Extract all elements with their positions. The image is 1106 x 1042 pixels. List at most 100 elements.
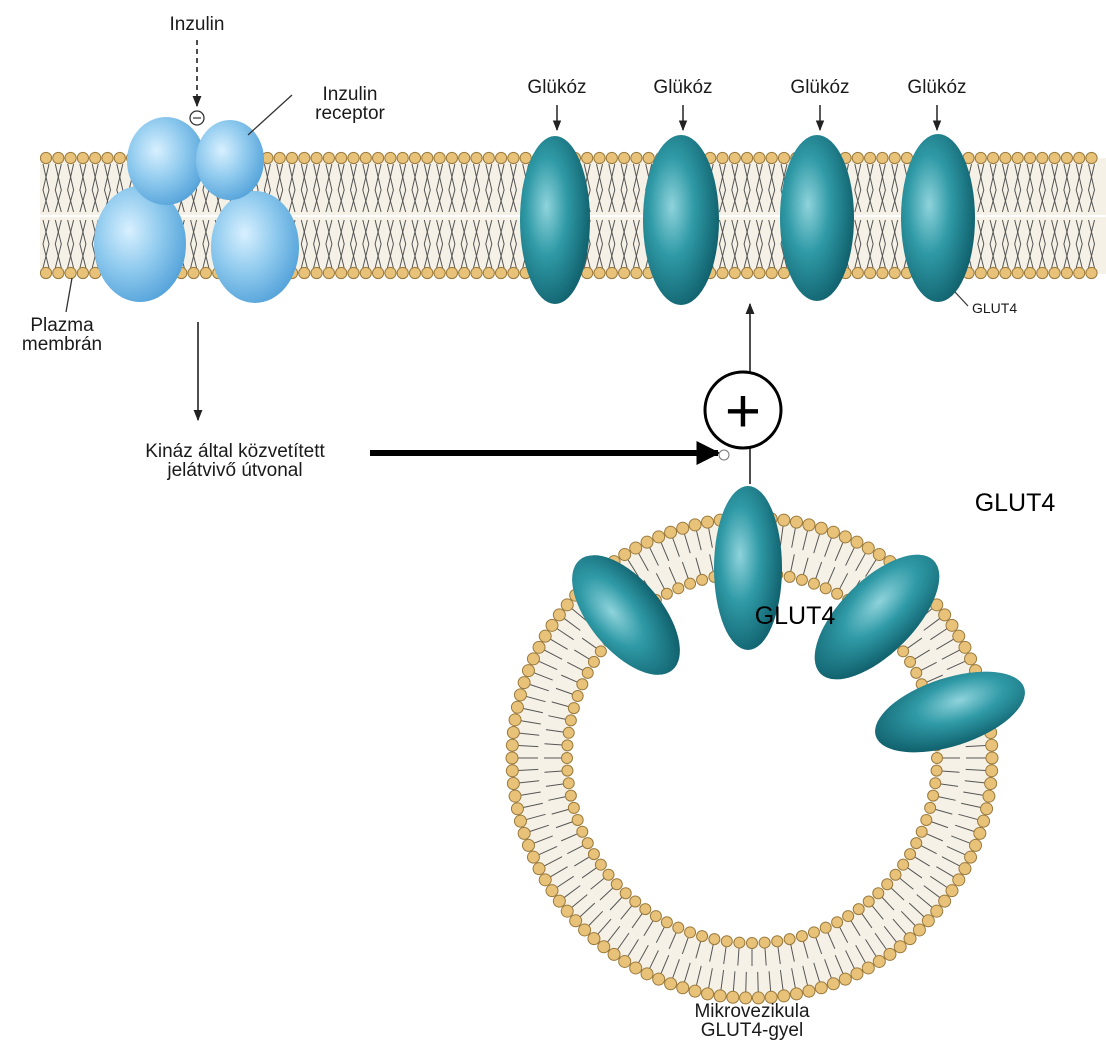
lipid-head-inner bbox=[373, 267, 384, 278]
membrane-glut4-2 bbox=[643, 135, 719, 305]
vesicle-head-outer bbox=[641, 968, 653, 980]
vesicle-head-outer bbox=[539, 630, 551, 642]
vesicle-head-outer bbox=[978, 815, 990, 827]
vesicle-head-outer bbox=[506, 752, 518, 764]
lipid-head-outer bbox=[606, 152, 617, 163]
lipid-head-outer bbox=[1012, 152, 1023, 163]
vesicle-head-inner bbox=[898, 859, 909, 870]
vesicle-head-inner bbox=[603, 869, 614, 880]
vesicle-head-outer bbox=[851, 536, 863, 548]
lipid-head-outer bbox=[311, 152, 322, 163]
vesicle-head-inner bbox=[582, 838, 593, 849]
lipid-head-inner bbox=[865, 267, 876, 278]
vesicle-head-outer bbox=[514, 689, 526, 701]
vesicle-head-inner bbox=[747, 938, 758, 949]
vesicle-head-inner bbox=[930, 778, 941, 789]
vesicle-head-inner bbox=[595, 859, 606, 870]
vesicle-head-outer bbox=[827, 526, 839, 538]
vesicle-head-outer bbox=[815, 982, 827, 994]
vesicle-head-outer bbox=[702, 516, 714, 528]
glucose-label-2: Glükóz bbox=[653, 77, 712, 98]
lipid-head-outer bbox=[975, 152, 986, 163]
vesicle-head-inner bbox=[661, 588, 672, 599]
vesicle-head-outer bbox=[953, 874, 965, 886]
vesicle-head-outer bbox=[598, 941, 610, 953]
lipid-head-outer bbox=[323, 152, 334, 163]
lipid-head-inner bbox=[336, 267, 347, 278]
lipid-head-inner bbox=[397, 267, 408, 278]
glucose-label-4: Glükóz bbox=[907, 77, 966, 98]
lipid-head-inner bbox=[360, 267, 371, 278]
lipid-head-inner bbox=[188, 267, 199, 278]
glucose-label-3: Glükóz bbox=[790, 77, 849, 98]
lipid-head-outer bbox=[53, 152, 64, 163]
vesicle-head-outer bbox=[959, 641, 971, 653]
vesicle-head-outer bbox=[922, 915, 934, 927]
vesicle-head-outer bbox=[965, 851, 977, 863]
vesicle-head-inner bbox=[697, 574, 708, 585]
vesicle-head-outer bbox=[506, 765, 518, 777]
vesicle-head-outer bbox=[509, 714, 521, 726]
vesicle-head-inner bbox=[808, 578, 819, 589]
vesicle-head-outer bbox=[986, 765, 998, 777]
vesicle-head-outer bbox=[546, 619, 558, 631]
vesicle-head-outer bbox=[518, 827, 530, 839]
lipid-head-inner bbox=[877, 267, 888, 278]
vesicle-head-inner bbox=[661, 917, 672, 928]
lipid-head-inner bbox=[975, 267, 986, 278]
lipid-head-outer bbox=[582, 152, 593, 163]
glut4-vesicle-label: GLUT4 bbox=[755, 602, 836, 630]
vesicle-head-outer bbox=[986, 752, 998, 764]
glut4-right-label: GLUT4 bbox=[975, 489, 1056, 517]
vesicle-head-inner bbox=[843, 911, 854, 922]
lipid-head-outer bbox=[397, 152, 408, 163]
vesicle-head-inner bbox=[911, 838, 922, 849]
vesicle-head-inner bbox=[820, 922, 831, 933]
vesicle-head-outer bbox=[570, 915, 582, 927]
vesicle-head-inner bbox=[820, 583, 831, 594]
lipid-head-inner bbox=[742, 267, 753, 278]
lipid-head-outer bbox=[348, 152, 359, 163]
lipid-head-inner bbox=[508, 267, 519, 278]
vesicle-tail-outer bbox=[758, 972, 759, 992]
vesicle-head-outer bbox=[539, 874, 551, 886]
vesicle-head-inner bbox=[873, 888, 884, 899]
lipid-head-outer bbox=[742, 152, 753, 163]
lipid-head-inner bbox=[311, 267, 322, 278]
plasma-membrane-label-line2: membrán bbox=[22, 334, 102, 355]
lipid-head-outer bbox=[385, 152, 396, 163]
lipid-head-inner bbox=[446, 267, 457, 278]
lipid-head-inner bbox=[1024, 267, 1035, 278]
glut4-membrane-label: GLUT4 bbox=[972, 300, 1017, 316]
vesicle-head-outer bbox=[527, 653, 539, 665]
lipid-head-outer bbox=[446, 152, 457, 163]
vesicle-head-outer bbox=[689, 519, 701, 531]
lipid-head-outer bbox=[1049, 152, 1060, 163]
vesicle-head-outer bbox=[939, 609, 951, 621]
vesicle-head-inner bbox=[784, 934, 795, 945]
vesicle-head-inner bbox=[796, 574, 807, 585]
lipid-head-outer bbox=[373, 152, 384, 163]
vesicle-head-outer bbox=[653, 973, 665, 985]
vesicle-head-inner bbox=[650, 911, 661, 922]
lipid-head-outer bbox=[274, 152, 285, 163]
vesicle-head-inner bbox=[796, 931, 807, 942]
lipid-head-outer bbox=[1061, 152, 1072, 163]
lipid-head-outer bbox=[65, 152, 76, 163]
lipid-head-outer bbox=[40, 152, 51, 163]
vesicle-head-inner bbox=[685, 578, 696, 589]
vesicle-head-outer bbox=[873, 955, 885, 967]
vesicle-head-outer bbox=[790, 988, 802, 1000]
vesicle-head-outer bbox=[608, 948, 620, 960]
vesicle-head-outer bbox=[630, 962, 642, 974]
vesicle-head-inner bbox=[905, 656, 916, 667]
vesicle-head-inner bbox=[565, 715, 576, 726]
receptor-leader-line bbox=[248, 95, 292, 135]
receptor-alpha-left bbox=[127, 117, 205, 205]
vesicle-head-outer bbox=[511, 701, 523, 713]
vesicle-head-outer bbox=[677, 982, 689, 994]
membrane-glut4-1 bbox=[520, 136, 590, 304]
vesicle-head-inner bbox=[640, 904, 651, 915]
vesicle-head-inner bbox=[853, 904, 864, 915]
vesicle-head-outer bbox=[546, 885, 558, 897]
